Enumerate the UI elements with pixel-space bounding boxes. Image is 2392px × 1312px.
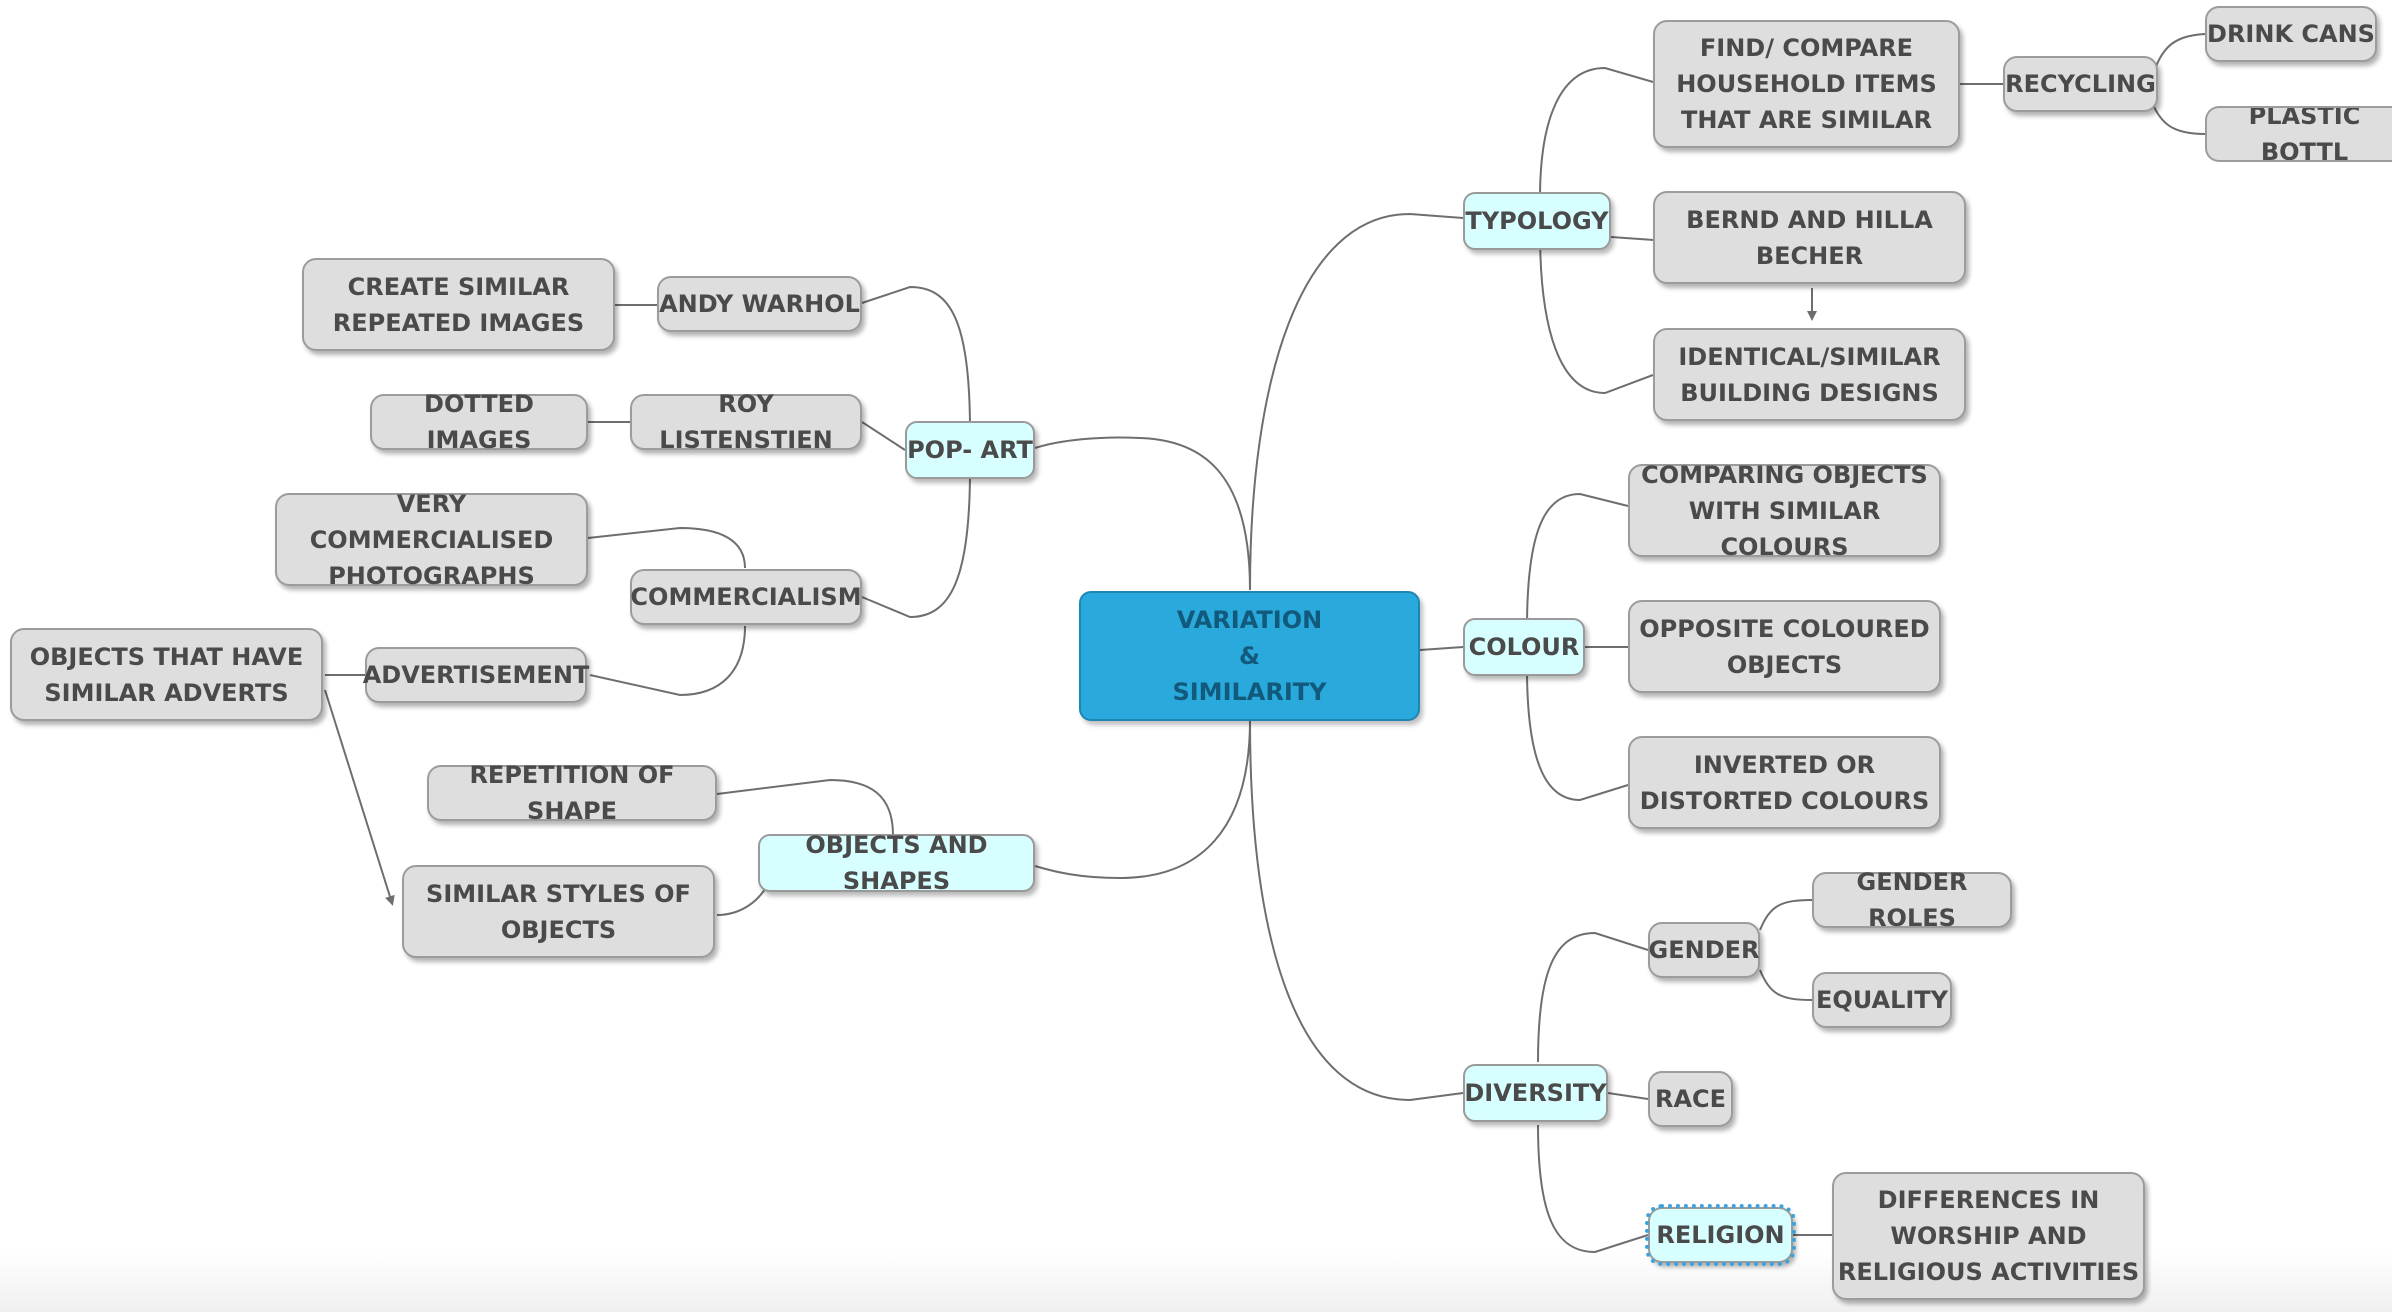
create-similar-images-node[interactable]: CREATE SIMILAR REPEATED IMAGES [302,258,615,351]
advertisement-node[interactable]: ADVERTISEMENT [363,647,589,703]
equality-node[interactable]: EQUALITY [1812,972,1952,1028]
andy-warhol-node[interactable]: ANDY WARHOL [657,276,862,332]
objects-similar-adverts-node[interactable]: OBJECTS THAT HAVE SIMILAR ADVERTS [10,628,323,721]
gender-node[interactable]: GENDER [1648,922,1760,978]
recycling-node[interactable]: RECYCLING [2003,56,2158,112]
bernd-hilla-becher-node[interactable]: BERND AND HILLA BECHER [1653,191,1966,284]
edge-popart-roy [861,421,906,451]
edge-central-popart [1034,436,1251,591]
dotted-images-node[interactable]: DOTTED IMAGES [370,390,588,454]
roy-listenstien-node[interactable]: ROY LISTENSTIEN [630,390,862,454]
diversity-node[interactable]: DIVERSITY [1463,1064,1608,1122]
identical-building-designs-node[interactable]: IDENTICAL/SIMILAR BUILDING DESIGNS [1653,328,1966,421]
edge-adverts-styles-arrow [324,689,395,906]
edge-recycling-drinkcans [2149,33,2206,85]
edge-typology-findcompare [1539,66,1654,199]
inverted-distorted-node[interactable]: INVERTED OR DISTORTED COLOURS [1628,736,1941,829]
edge-gender-roles [1759,899,1813,931]
edge-typology-identical [1539,231,1654,395]
edge-diversity-religion [1537,1124,1649,1254]
edge-central-objects [1034,719,1251,880]
edge-central-diversity [1249,719,1464,1102]
differences-worship-node[interactable]: DIFFERENCES IN WORSHIP AND RELIGIOUS ACT… [1832,1172,2145,1300]
edge-central-colour [1419,646,1464,651]
edge-central-typology [1249,212,1464,591]
central-topic-node[interactable]: VARIATION & SIMILARITY [1079,591,1420,721]
pop-art-node[interactable]: POP- ART [905,421,1035,479]
edge-popart-warhol [861,285,971,431]
edge-recycling-plastic [2149,97,2206,135]
edge-popart-commercialism [861,469,971,619]
similar-styles-objects-node[interactable]: SIMILAR STYLES OF OBJECTS [402,865,715,958]
edge-gender-equality [1759,969,1813,1001]
edge-colour-comparing [1526,492,1629,629]
edge-colour-inverted [1526,667,1629,802]
edge-diversity-race [1607,1092,1649,1100]
race-node[interactable]: RACE [1648,1071,1733,1127]
edge-objects-repetition [716,778,894,836]
commercialism-node[interactable]: COMMERCIALISM [630,569,862,625]
find-compare-household-node[interactable]: FIND/ COMPARE HOUSEHOLD ITEMS THAT ARE S… [1653,20,1960,148]
very-commercialised-node[interactable]: VERY COMMERCIALISED PHOTOGRAPHS [275,490,588,590]
typology-node[interactable]: TYPOLOGY [1463,192,1611,250]
edge-diversity-gender [1537,931,1649,1063]
objects-and-shapes-node[interactable]: OBJECTS AND SHAPES [758,831,1035,895]
colour-node[interactable]: COLOUR [1463,618,1585,676]
gender-roles-node[interactable]: GENDER ROLES [1812,868,2012,932]
edge-commercialism-very [587,526,746,569]
drink-cans-node[interactable]: DRINK CANS [2205,6,2377,62]
opposite-coloured-node[interactable]: OPPOSITE COLOURED OBJECTS [1628,600,1941,693]
plastic-bottles-node[interactable]: PLASTIC BOTTL [2205,106,2392,162]
comparing-objects-node[interactable]: COMPARING OBJECTS WITH SIMILAR COLOURS [1628,461,1941,561]
repetition-of-shape-node[interactable]: REPETITION OF SHAPE [427,761,717,825]
edge-commercialism-advertisement [589,625,746,697]
religion-node[interactable]: RELIGION [1645,1204,1796,1266]
